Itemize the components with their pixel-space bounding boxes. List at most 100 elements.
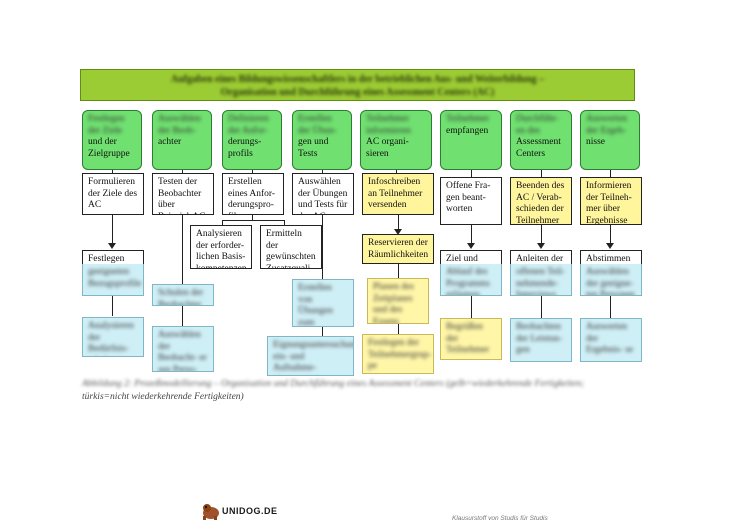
connector <box>398 324 399 334</box>
step-festlegen-teilnehmergruppe-text: Festlegen der Teilnehmergrup- pe <box>368 338 432 371</box>
step-beobachten-leistungen-text: Beobachten der Leistun- gen <box>516 322 563 355</box>
connector <box>112 296 113 316</box>
header-box-empfangen-text: empfangen <box>446 125 489 136</box>
step-festlegen-bezugsprofile-text: Festlegen der <box>88 254 125 264</box>
figure-caption-line2: türkis=nicht wiederkehrende Fertigkeiten… <box>82 392 244 402</box>
logo-text: UNIDOG.DE <box>222 506 278 516</box>
step-auswerten-ergebnisse: Auswerten der Ergebnis- se <box>580 318 642 362</box>
step-festlegen-bezugsprofile-continued: geeigneten Bezugsprofile <box>82 264 144 296</box>
arrow-down-icon <box>537 243 545 249</box>
header-box-uebungen-text: gen und Tests <box>298 137 329 159</box>
step-begruessen-teilnehmer: Begrüßen der Teilnehmer <box>440 318 502 360</box>
header-box-ziele-text: und der Zielgruppe <box>88 137 130 159</box>
step-ziel-ablauf-text: Ziel und <box>446 254 478 264</box>
connector <box>471 225 472 245</box>
connector <box>398 264 399 278</box>
connector <box>284 220 285 225</box>
step-abstimmen-blurred-text: Auswählen der geeigne- ten Personen <box>586 267 635 296</box>
dog-logo-icon <box>203 504 219 520</box>
step-auswerten-ergebnisse-text: Auswerten der Ergebnis- se <box>586 322 634 355</box>
connector <box>541 225 542 245</box>
header-box-uebungen: Erstellen der Übun- gen und Tests <box>292 110 352 170</box>
step-begruessen-teilnehmer-text: Begrüßen der Teilnehmer <box>446 322 490 355</box>
step-formulieren-ziele: Formulieren der Ziele des AC <box>82 173 144 215</box>
step-anleiten-interviews-text: Anleiten der <box>516 254 564 264</box>
step-anleiten-interviews: Anleiten der <box>510 250 572 264</box>
connector <box>396 170 397 174</box>
step-ziel-ablauf-blurred-text: Ablauf des Programms erläutern <box>446 267 490 296</box>
footer-note: Klausurstoff von Studis für Studis <box>452 515 548 522</box>
connector <box>252 215 253 220</box>
step-auswaehlen-uebungen: Auswählen der Übungen und Tests für das … <box>292 173 354 215</box>
connector-branch <box>222 220 284 221</box>
connector <box>182 215 183 285</box>
step-erstellen-anforderungsprofil: Erstellen eines Anfor- derungspro- fils <box>222 173 284 215</box>
step-informieren-ergebnisse: Informieren der Teilneh- mer über Ergebn… <box>580 177 642 225</box>
connector <box>541 296 542 318</box>
connector <box>112 170 113 174</box>
arrow-down-icon <box>108 243 116 249</box>
step-analysieren-basiskompetenzen: Analysieren der erforder- lichen Basis- … <box>190 225 252 269</box>
header-box-empfangen-blurred-text: Teilnehmer <box>446 114 490 124</box>
step-eignungsuntersuchung: Eignungsuntersuchung ein- und Aufnahme- … <box>267 336 354 376</box>
header-box-auswerten-text: nisse <box>586 137 605 147</box>
connector <box>610 225 611 245</box>
diagram-title-line1: Aufgaben eines Bildungswissenschaftlers … <box>170 74 545 85</box>
header-box-ac-organisieren: Teilnehmer informieren AC organi- sieren <box>360 110 432 170</box>
step-planen-zeitplan: Planen des Zeitplanes und des Essens <box>367 278 429 324</box>
diagram-title-banner: Aufgaben eines Bildungswissenschaftlers … <box>80 69 635 101</box>
header-box-empfangen: Teilnehmer empfangen <box>440 110 502 170</box>
header-box-ac-organisieren-text: AC organi- sieren <box>366 137 409 159</box>
figure-caption: Abbildung 2: Prozeßmodellierung – Organi… <box>82 378 642 404</box>
header-box-beobachter-text: achter <box>158 137 182 147</box>
header-box-beobachter: Auswählen der Beob- achter <box>152 110 212 170</box>
header-box-durchfuehren-blurred-text: Durchführ- en des <box>516 114 559 136</box>
connector <box>182 306 183 326</box>
step-erstellen-uebungen-text: Erstellen von Übungen zum Aufnahme- eing… <box>298 283 333 327</box>
figure-caption-line1: Abbildung 2: Prozeßmodellierung – Organi… <box>82 379 585 389</box>
header-box-anforderungsprofil-text: derungs- profils <box>228 137 262 159</box>
step-anleiten-interviews-blurred-text: offenen Teil- nehmende- Interviews <box>516 267 565 296</box>
step-auswaehlen-beobachter-text: Auswählen der Beobacht- er aus Perso- na… <box>158 330 207 372</box>
step-schulen-beobachter: Schulen der Beobachter <box>152 284 214 306</box>
connector <box>471 170 472 177</box>
step-offene-fragen: Offene Fra- gen beant- worten <box>440 177 502 225</box>
header-box-anforderungsprofil-blurred-text: Definieren der Anfor- <box>228 114 269 136</box>
connector <box>398 215 399 231</box>
step-analysieren-beduerfnis-text: Analysieren der Bedürfnis- erhebung <box>88 321 134 356</box>
header-box-ziele: Festlegen der Ziele und der Zielgruppe <box>82 110 142 170</box>
step-auswaehlen-beobachter: Auswählen der Beobacht- er aus Perso- na… <box>152 326 214 372</box>
connector <box>222 220 223 225</box>
header-box-durchfuehren-text: Assessment Centers <box>516 137 561 159</box>
connector <box>610 296 611 318</box>
step-planen-zeitplan-text: Planen des Zeitplanes und des Essens <box>373 282 414 324</box>
connector <box>322 327 323 337</box>
step-abstimmen: Abstimmen u. <box>580 250 642 264</box>
arrow-down-icon <box>606 243 614 249</box>
connector <box>541 170 542 177</box>
header-box-durchfuehren: Durchführ- en des Assessment Centers <box>510 110 572 170</box>
unidog-logo: UNIDOG.DE <box>200 502 277 520</box>
connector <box>182 170 183 174</box>
arrow-down-icon <box>394 229 402 235</box>
step-festlegen-bezugsprofile: Festlegen der <box>82 250 144 264</box>
step-abstimmen-text: Abstimmen u. <box>586 254 631 264</box>
connector <box>322 170 323 174</box>
step-ziel-ablauf: Ziel und <box>440 250 502 264</box>
step-beobachten-leistungen: Beobachten der Leistun- gen <box>510 318 572 362</box>
step-analysieren-beduerfnis: Analysieren der Bedürfnis- erhebung <box>82 317 144 357</box>
step-testen-beobachter: Testen der Beobachter über Beispiel-AC <box>152 173 214 215</box>
step-schulen-beobachter-text: Schulen der Beobachter <box>158 288 204 306</box>
step-beenden-ac: Beenden des AC / Verab- schieden der Tei… <box>510 177 572 225</box>
header-box-ac-organisieren-blurred-text: Teilnehmer informieren <box>366 114 411 136</box>
connector <box>252 170 253 174</box>
header-box-anforderungsprofil: Definieren der Anfor- derungs- profils <box>222 110 282 170</box>
diagram-title-line2: Organisation und Durchführung eines Asse… <box>220 87 495 98</box>
step-ermitteln-zusatzqualifikationen: Ermitteln der gewünschten Zusatzquali- f… <box>260 225 322 269</box>
step-reservieren-raeumlichkeiten: Reservieren der Räumlichkeiten <box>362 234 434 264</box>
header-box-auswerten: Auswerten der Ergeb- nisse <box>580 110 640 170</box>
connector <box>112 215 113 245</box>
connector <box>610 170 611 177</box>
step-anleiten-interviews-continued: offenen Teil- nehmende- Interviews <box>510 264 572 296</box>
